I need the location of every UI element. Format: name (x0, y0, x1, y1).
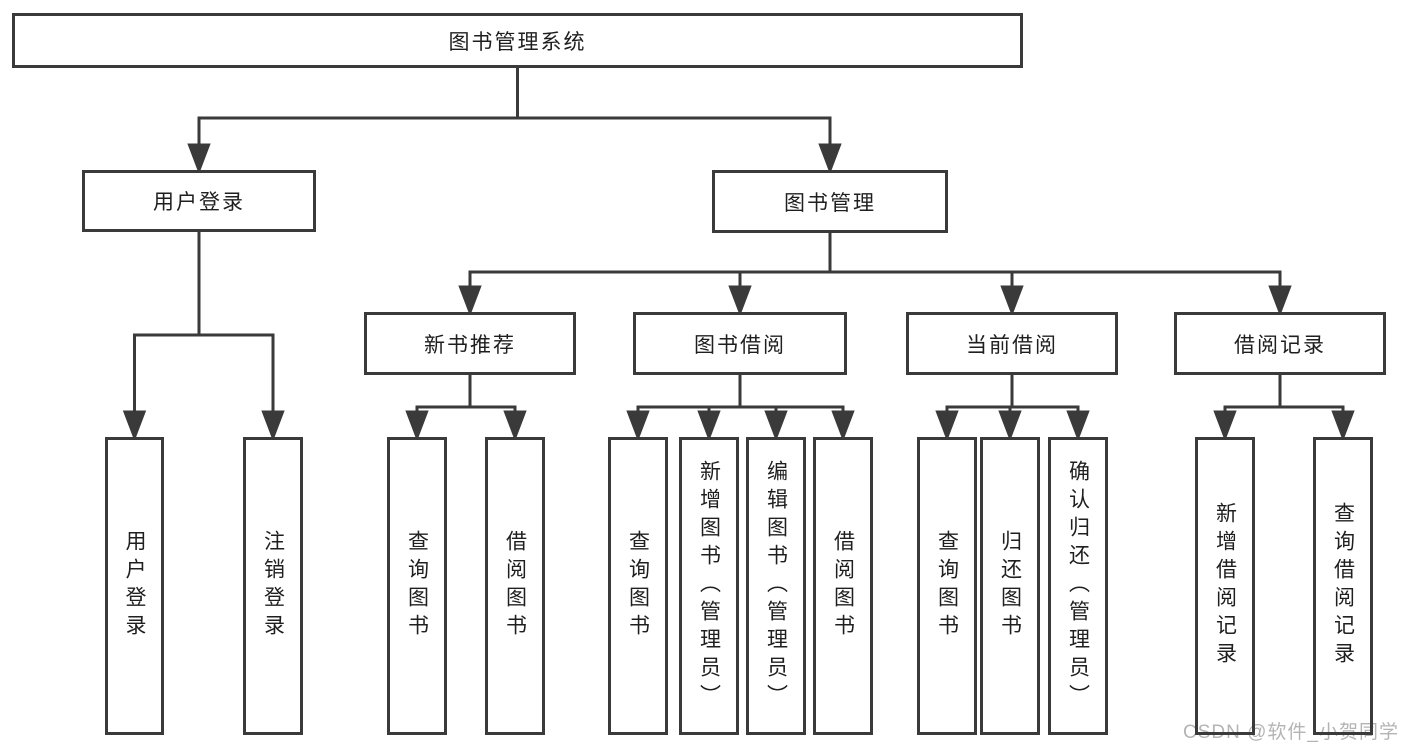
node-label: 新增图书（管理员） (697, 460, 721, 712)
node-label: 借阅图书 (831, 530, 855, 642)
node-borrow-records: 借阅记录 (1174, 312, 1386, 375)
node-user-login: 用户登录 (82, 170, 316, 232)
node-label: 图书管理系统 (448, 30, 587, 54)
node-leaf-borrow-query-books: 查询图书 (608, 437, 668, 735)
node-leaf-logout: 注销登录 (243, 437, 303, 735)
node-label: 借阅记录 (1234, 333, 1326, 357)
node-label: 查询图书 (935, 530, 959, 642)
node-leaf-recommend-query-books: 查询图书 (387, 437, 447, 735)
node-label: 用户登录 (123, 530, 146, 642)
node-book-management: 图书管理 (712, 170, 948, 233)
node-label: 用户登录 (153, 191, 245, 214)
node-label: 图书管理 (784, 191, 876, 215)
node-label: 新书推荐 (424, 333, 516, 357)
node-label: 当前借阅 (966, 333, 1058, 357)
node-label: 编辑图书（管理员） (764, 460, 788, 712)
node-label: 确认归还（管理员） (1066, 460, 1090, 712)
node-label: 图书借阅 (694, 333, 786, 357)
node-label: 归还图书 (998, 530, 1022, 642)
node-leaf-records-query-record: 查询借阅记录 (1313, 437, 1373, 735)
node-leaf-borrow-add-books: 新增图书（管理员） (679, 437, 739, 735)
csdn-watermark: CSDN @软件_小贺同学 (1183, 722, 1399, 743)
node-leaf-borrow-borrow-books: 借阅图书 (813, 437, 873, 735)
node-new-book-recommend: 新书推荐 (364, 312, 576, 375)
node-label: 新增借阅记录 (1213, 502, 1237, 670)
node-library-system: 图书管理系统 (12, 13, 1023, 68)
node-leaf-current-confirm-return: 确认归还（管理员） (1048, 437, 1108, 735)
node-current-borrow: 当前借阅 (906, 312, 1118, 375)
node-book-borrow: 图书借阅 (633, 312, 847, 375)
node-leaf-current-return-books: 归还图书 (980, 437, 1040, 735)
node-leaf-user-login: 用户登录 (105, 437, 164, 735)
node-leaf-current-query-books: 查询图书 (917, 437, 977, 735)
node-leaf-recommend-borrow-books: 借阅图书 (485, 437, 545, 735)
node-leaf-records-add-record: 新增借阅记录 (1195, 437, 1255, 735)
node-label: 查询图书 (405, 530, 429, 642)
node-leaf-borrow-edit-books: 编辑图书（管理员） (746, 437, 806, 735)
node-label: 查询借阅记录 (1331, 502, 1355, 670)
node-label: 注销登录 (261, 530, 285, 642)
node-label: 查询图书 (626, 530, 650, 642)
node-label: 借阅图书 (503, 530, 527, 642)
